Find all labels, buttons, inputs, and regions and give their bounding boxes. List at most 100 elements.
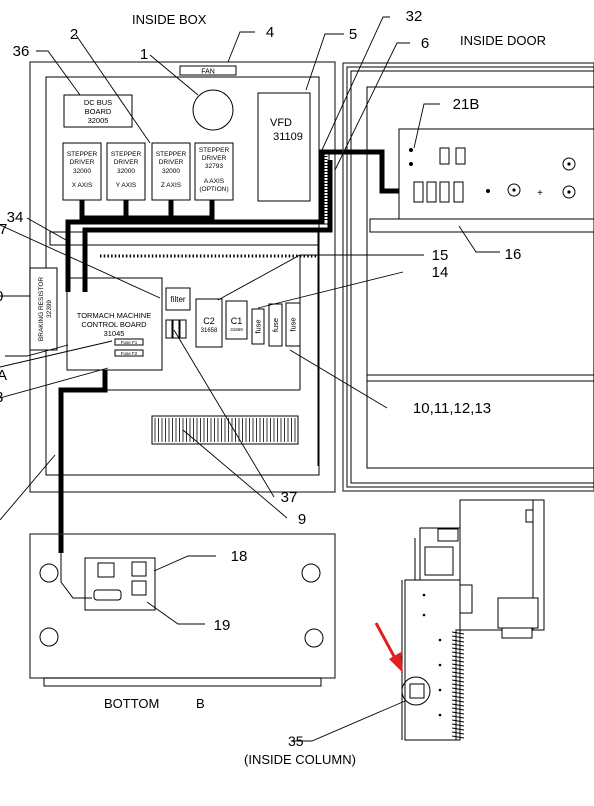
- wire-secondary-harness: [82, 160, 333, 292]
- dc-bus-line1: DC BUS: [84, 98, 112, 107]
- stepper-a-line2: DRIVER: [202, 155, 227, 162]
- stepper-z-line3: 32000: [162, 168, 180, 175]
- bottom-view: [29, 533, 336, 687]
- connector-3: [439, 181, 450, 203]
- filter-label: filter: [170, 295, 185, 304]
- stepper-a-line4: A AXIS: [204, 178, 225, 185]
- fuse-1-label: fuse: [254, 319, 263, 333]
- screw-thread: [451, 731, 465, 735]
- stepper-a-line5: (OPTION): [199, 186, 228, 193]
- door-shelf: [369, 218, 594, 233]
- screw-thread: [451, 639, 465, 643]
- door-inner-panel: [366, 86, 594, 469]
- indicator-led-2: [409, 162, 413, 166]
- board-chip-3: [131, 580, 147, 596]
- screw-thread: [451, 647, 465, 651]
- callout-37: 37: [281, 489, 298, 506]
- filter: [165, 287, 191, 311]
- stepper-y-line1: STEPPER: [111, 151, 142, 158]
- wire-stepper-bus: [79, 200, 215, 221]
- fuse-f2-label: Fuse F2: [121, 351, 138, 356]
- door-frame-outer: [342, 62, 594, 492]
- callout-16: 16: [505, 246, 522, 263]
- braking-resistor-line1: BRAKING RESISTOR: [38, 277, 45, 341]
- contactor-c2-line1: C2: [203, 316, 215, 326]
- fuse-f2-holder: [114, 349, 144, 357]
- callout-4: 4: [266, 24, 274, 41]
- screw-thread: [451, 663, 465, 667]
- stepper-a-line3: 32793: [205, 163, 223, 170]
- callout-10-13: 10,11,12,13: [413, 400, 491, 417]
- screw-thread: [451, 715, 465, 719]
- callout-18: 18: [231, 548, 248, 565]
- heading-inside-column: (INSIDE COLUMN): [244, 752, 356, 767]
- screw-thread: [451, 667, 465, 671]
- fuse-2-label: fuse: [271, 318, 280, 332]
- screw-thread: [451, 643, 465, 647]
- board-chip-1: [97, 562, 115, 578]
- hole-top-right: [301, 563, 321, 583]
- relay-1: [165, 319, 173, 339]
- column-access-hole: [401, 676, 431, 706]
- braking-resistor: [29, 267, 58, 351]
- dc-bus-line2: BOARD: [85, 107, 112, 116]
- connector-1: [413, 181, 424, 203]
- callout-35: 35: [288, 733, 304, 749]
- stepper-driver-a: STEPPER DRIVER 32793 A AXIS (OPTION): [194, 142, 234, 201]
- fuse-1: [251, 308, 265, 345]
- control-board-line2: CONTROL BOARD: [81, 320, 147, 329]
- inside-box: FAN DC BUS BOARD 32005 VFD 31109 STEPPER…: [29, 61, 410, 553]
- vfd: [257, 92, 311, 202]
- stepper-driver-x: STEPPER DRIVER 32000 X AXIS: [62, 142, 102, 201]
- stepper-y-line4: Y AXIS: [116, 182, 137, 189]
- heading-bottom: BOTTOM: [104, 696, 159, 711]
- callout-8: 8: [0, 389, 3, 406]
- stepper-a-line1: STEPPER: [199, 147, 230, 154]
- bottom-flange: [43, 677, 322, 687]
- contactor-c1: [225, 300, 248, 340]
- braking-resistor-line2: 32399: [46, 300, 53, 318]
- stepper-z-line1: STEPPER: [156, 151, 187, 158]
- contactor-c1-line2: 31659: [230, 327, 243, 332]
- stepper-x-line2: DRIVER: [70, 159, 95, 166]
- stepper-x-line4: X AXIS: [72, 182, 93, 189]
- fan-label: FAN: [201, 69, 215, 76]
- cable-to-board: [60, 553, 92, 599]
- knob-2: [562, 157, 576, 171]
- relay-2: [172, 319, 180, 339]
- indicator-led-1: [409, 148, 413, 152]
- dc-bus-line3: 32005: [88, 116, 109, 125]
- control-board-line3: 31045: [104, 329, 125, 338]
- fan-circle: [192, 89, 234, 131]
- screw-threads: [451, 631, 465, 739]
- contactor-c2-line2: 31658: [201, 328, 218, 334]
- fuse-f1-holder: [114, 338, 144, 346]
- inside-column-view: [374, 499, 545, 741]
- contactor-c2: [195, 298, 223, 348]
- callout-32: 32: [406, 8, 423, 25]
- din-rail: [49, 231, 319, 246]
- stepper-y-line2: DRIVER: [114, 159, 139, 166]
- screw-thread: [451, 723, 465, 727]
- screw-thread: [451, 699, 465, 703]
- contactor-c1-line1: C1: [231, 316, 243, 326]
- fuse-3: [285, 302, 301, 347]
- callout-5: 5: [349, 26, 357, 43]
- wire-main-harness: [65, 149, 410, 292]
- screw-thread: [451, 719, 465, 723]
- screw-thread: [451, 691, 465, 695]
- screw-thread: [451, 735, 465, 739]
- screw-thread: [451, 703, 465, 707]
- operator-panel: [398, 128, 594, 220]
- callout-7: 7: [0, 221, 7, 238]
- heading-bottom-letter: B: [196, 696, 205, 711]
- callout-36: 36: [13, 43, 30, 60]
- stepper-y-line3: 32000: [117, 168, 135, 175]
- screw-thread: [451, 655, 465, 659]
- screw-thread: [451, 695, 465, 699]
- bottom-plate: [29, 533, 336, 679]
- callout-15: 15: [432, 247, 449, 264]
- wire-lower-harness: [58, 370, 108, 460]
- knob-1: [507, 183, 521, 197]
